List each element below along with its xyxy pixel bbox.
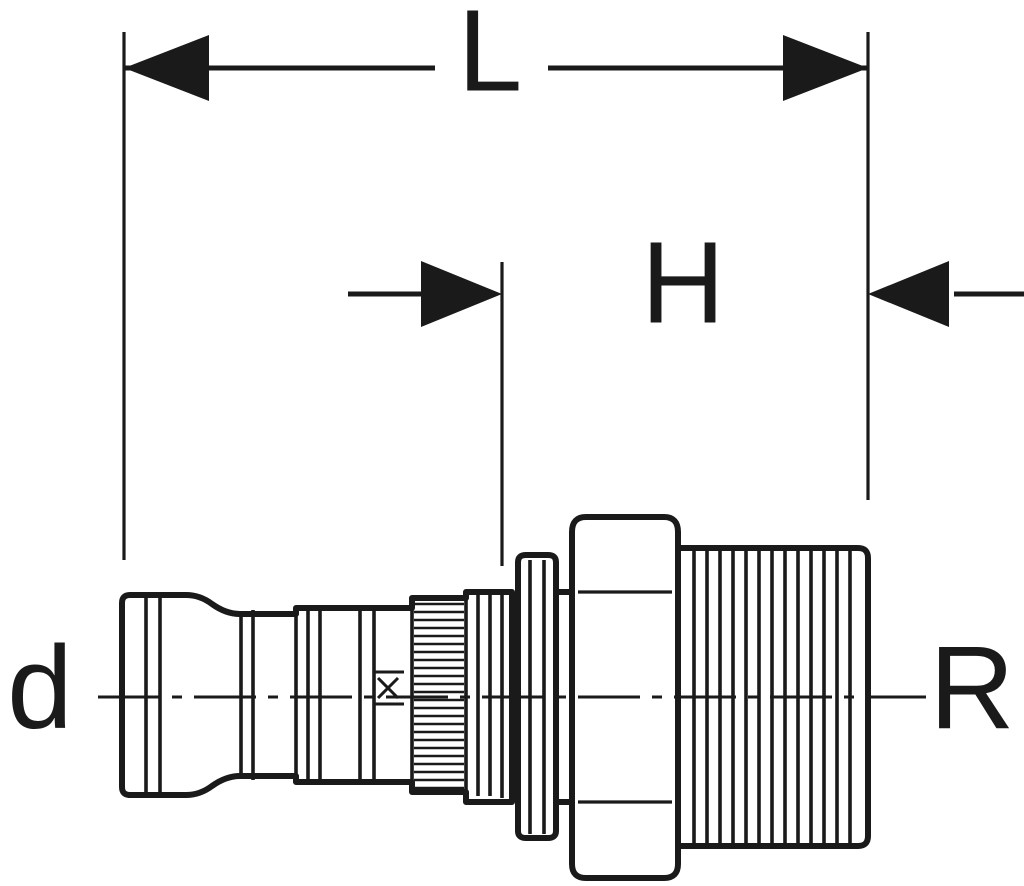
seal-detail [374,670,404,706]
arrowhead-L-right [783,35,868,101]
arrowhead-H-left [421,261,502,327]
arrowhead-L-left [124,35,209,101]
knurled-ring-ribs [414,602,464,790]
dimension-label-H: H [641,218,725,348]
seal-cross-line [376,676,400,700]
dimension-H: H [348,218,1024,348]
dimension-L: L [124,0,868,116]
hex-nut-chamfer-lines [578,590,672,804]
arrowhead-H-right [868,261,949,327]
dimension-label-R: R [929,622,1014,754]
dimension-label-L: L [458,0,523,116]
dimension-label-d: d [7,622,73,754]
extension-lines [122,32,870,566]
